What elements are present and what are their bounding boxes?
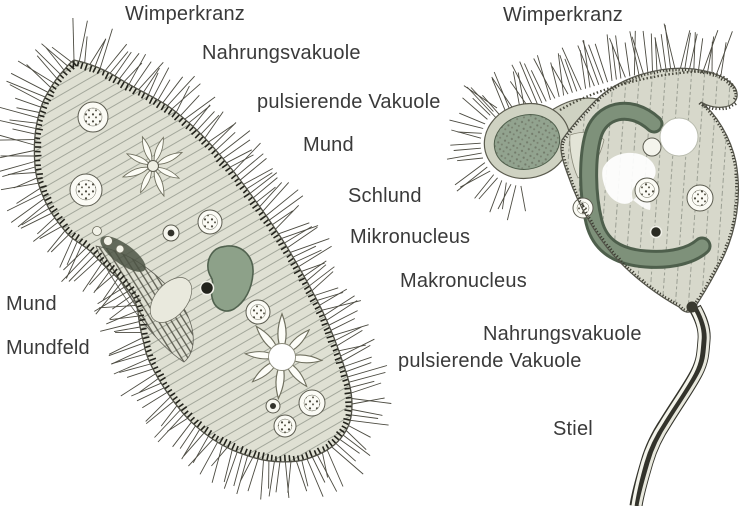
label-wimperkranz-left: Wimperkranz — [125, 3, 245, 25]
macronucleus-right — [579, 101, 712, 269]
contractile-vacuole-lower — [244, 313, 323, 400]
label-nahrungsvakuole-left: Nahrungsvakuole — [202, 42, 361, 64]
label-mund-right: Mund — [303, 134, 354, 156]
right-ciliate-illustration — [446, 23, 740, 506]
stalk — [629, 304, 711, 506]
food-vacuoles-right — [572, 137, 714, 239]
cilia-left — [0, 17, 392, 500]
micronucleus-left — [199, 280, 215, 296]
cilia-disc-fan — [446, 85, 526, 221]
macronucleus-left — [207, 245, 254, 312]
label-mundfeld: Mundfeld — [6, 337, 90, 359]
contractile-vacuole-right — [659, 117, 699, 157]
food-vacuoles-left — [69, 101, 326, 438]
label-schlund: Schlund — [348, 185, 422, 207]
label-pulsierende-vakuole-top: pulsierende Vakuole — [257, 91, 441, 113]
oral-groove — [95, 236, 194, 363]
mouth-left — [100, 236, 146, 272]
label-wimperkranz-right: Wimperkranz — [503, 4, 623, 26]
label-makronucleus: Makronucleus — [400, 270, 527, 292]
contractile-vacuole-upper — [121, 135, 184, 198]
cilia-crown-right — [466, 23, 733, 123]
label-stiel: Stiel — [553, 418, 593, 440]
pellicle-ticks-left — [34, 59, 353, 462]
label-mund-left: Mund — [6, 293, 57, 315]
label-nahrungsvakuole-right: Nahrungsvakuole — [483, 323, 642, 345]
label-mikronucleus: Mikronucleus — [350, 226, 471, 248]
micronucleus-right — [649, 225, 663, 239]
left-ciliate-illustration — [0, 17, 392, 500]
label-pulsierende-vakuole-bottom: pulsierende Vakuole — [398, 350, 582, 372]
